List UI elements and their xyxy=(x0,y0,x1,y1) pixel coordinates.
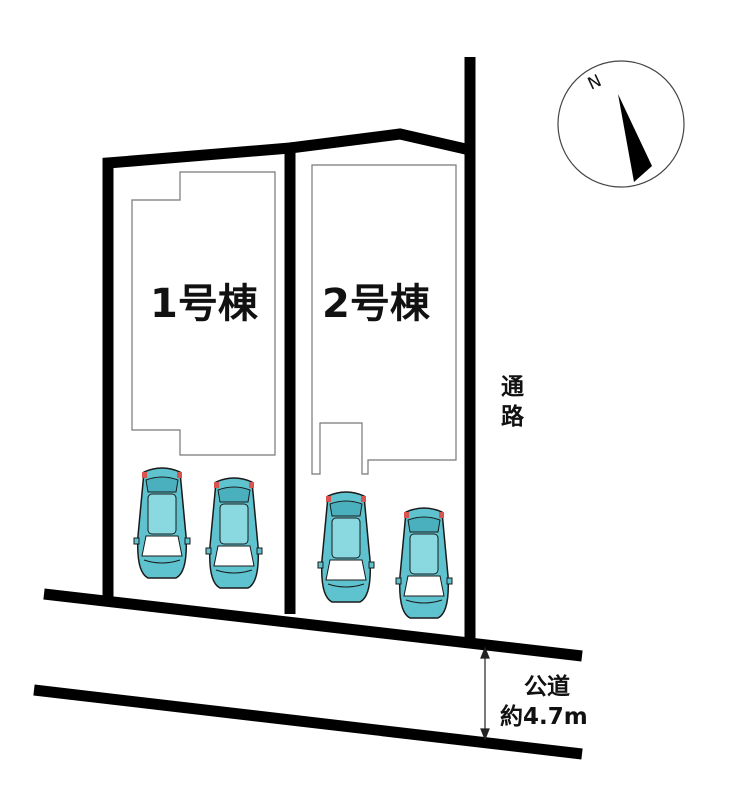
car-icon-lot-1-1 xyxy=(133,467,191,579)
side-road-label-2: 路 xyxy=(501,403,525,430)
building-1-outline xyxy=(131,171,276,456)
road-edge-lower xyxy=(33,684,583,760)
north-compass: N xyxy=(557,60,685,188)
car-icon-lot-2-2 xyxy=(395,507,453,619)
compass-needle-icon xyxy=(618,94,652,182)
lot-2-label: 2号棟 xyxy=(322,281,431,327)
car-icon-lot-1-2 xyxy=(205,477,263,589)
building-2-outline xyxy=(311,164,457,475)
side-road-label-1: 通 xyxy=(501,374,524,400)
car-icon-lot-2-1 xyxy=(317,491,375,603)
road-width-dimension xyxy=(480,646,490,741)
parking-cars xyxy=(133,467,453,619)
road-edge-upper xyxy=(43,588,583,662)
property-boundary xyxy=(102,57,476,640)
public-road-label: 公道 xyxy=(524,673,570,700)
top-boundary-wall xyxy=(289,128,472,156)
public-road-width-label: 約4.7m xyxy=(500,703,588,730)
lot-1-label: 1号棟 xyxy=(150,281,259,327)
roads xyxy=(33,588,583,760)
left-boundary-wall xyxy=(102,142,296,614)
building-footprints xyxy=(131,164,457,475)
compass-circle xyxy=(557,60,685,188)
